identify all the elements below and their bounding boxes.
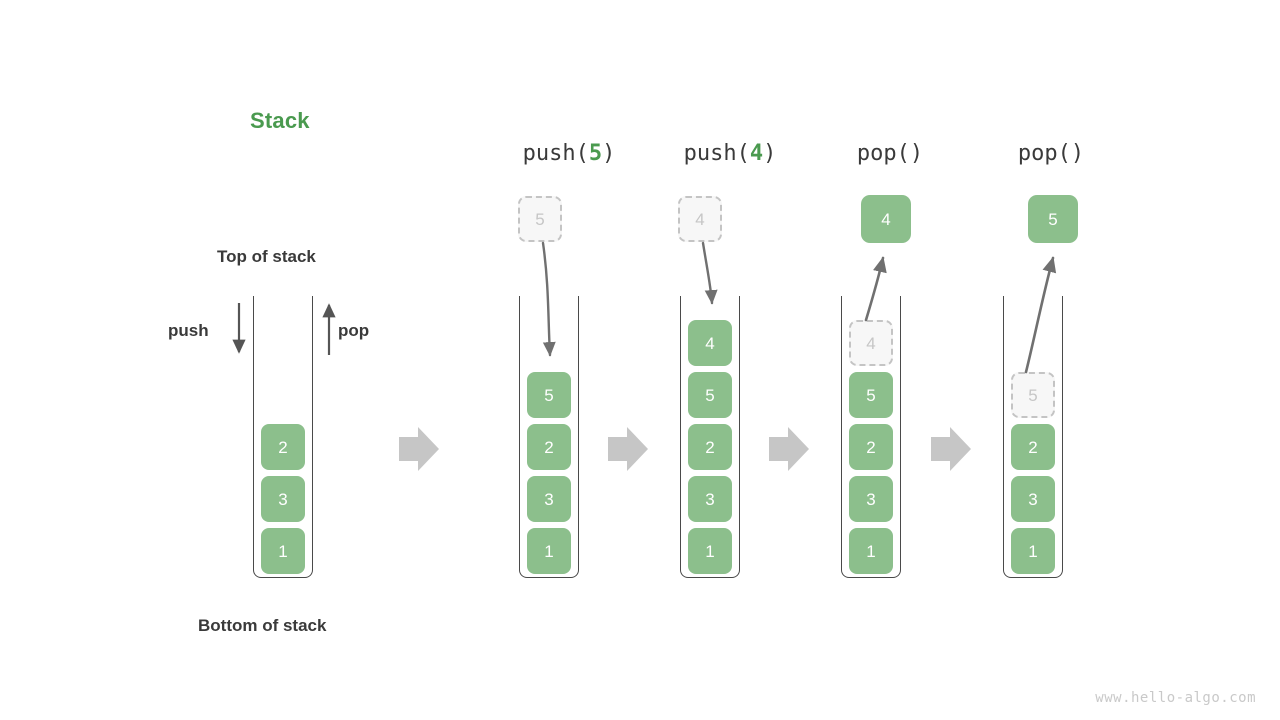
op-name: pop( xyxy=(856,141,910,166)
stack-element-ghost: 4 xyxy=(849,320,893,366)
stack-element: 3 xyxy=(688,476,732,522)
op-name: push( xyxy=(522,141,589,166)
stack-element: 5 xyxy=(849,372,893,418)
stack-element: 3 xyxy=(261,476,305,522)
stack-element: 5 xyxy=(527,372,571,418)
op-header-pop-1: pop() xyxy=(790,141,990,166)
stack-element: 1 xyxy=(688,528,732,574)
push-label: push xyxy=(168,321,209,340)
top-of-stack-label: Top of stack xyxy=(217,247,316,266)
op-name: pop( xyxy=(1017,141,1071,166)
popped-value-box: 4 xyxy=(861,195,911,243)
stack-element: 1 xyxy=(1011,528,1055,574)
stack-tube-push-4 xyxy=(680,296,740,578)
stack-element: 3 xyxy=(527,476,571,522)
stack-element: 3 xyxy=(1011,476,1055,522)
stack-element: 2 xyxy=(1011,424,1055,470)
op-arg: 5 xyxy=(588,141,603,166)
op-close: ) xyxy=(909,141,924,166)
op-header-push-5: push(5) xyxy=(469,141,669,166)
stack-tube-pop-2 xyxy=(1003,296,1063,578)
op-arg: 4 xyxy=(749,141,764,166)
stack-element: 2 xyxy=(527,424,571,470)
popped-value-box: 5 xyxy=(1028,195,1078,243)
op-header-push-4: push(4) xyxy=(630,141,830,166)
stack-element: 1 xyxy=(527,528,571,574)
flow-separator-arrow xyxy=(608,427,648,471)
flow-separator-arrow xyxy=(769,427,809,471)
op-close: ) xyxy=(1070,141,1085,166)
page-title: Stack xyxy=(250,108,310,133)
flow-separator-arrow xyxy=(399,427,439,471)
op-close: ) xyxy=(602,141,616,166)
stack-element: 1 xyxy=(849,528,893,574)
floating-ghost-box: 4 xyxy=(678,196,722,242)
stack-element: 4 xyxy=(688,320,732,366)
op-name: push( xyxy=(683,141,750,166)
stack-element: 3 xyxy=(849,476,893,522)
pop-label: pop xyxy=(338,321,370,340)
stack-element: 1 xyxy=(261,528,305,574)
stack-tube-push-5 xyxy=(519,296,579,578)
stack-element: 2 xyxy=(688,424,732,470)
stack-element: 2 xyxy=(849,424,893,470)
push-4-flow-arrow xyxy=(701,241,718,305)
stack-element: 5 xyxy=(688,372,732,418)
stack-tube-pop-1 xyxy=(841,296,901,578)
op-close: ) xyxy=(763,141,777,166)
op-header-pop-2: pop() xyxy=(951,141,1151,166)
stack-tube-initial xyxy=(253,296,313,578)
stack-element: 2 xyxy=(261,424,305,470)
flow-separator-arrow xyxy=(931,427,971,471)
watermark: www.hello-algo.com xyxy=(1095,690,1256,706)
floating-ghost-box: 5 xyxy=(518,196,562,242)
stack-element-ghost: 5 xyxy=(1011,372,1055,418)
bottom-of-stack-label: Bottom of stack xyxy=(198,616,327,635)
